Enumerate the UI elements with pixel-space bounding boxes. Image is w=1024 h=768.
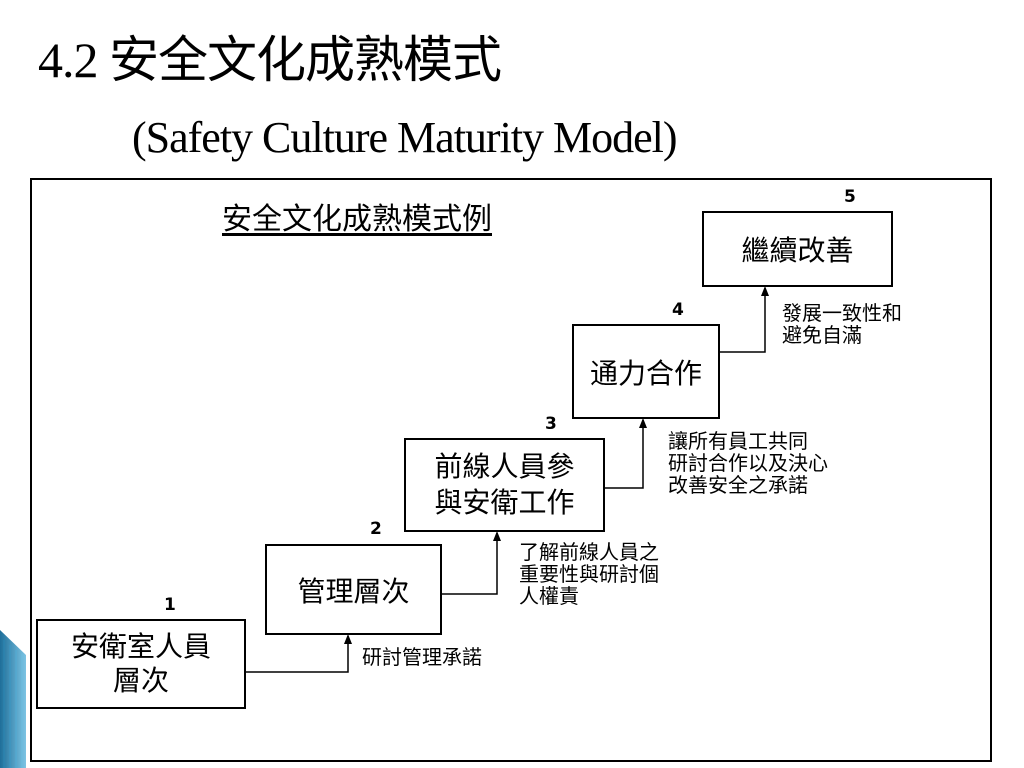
transition-2-line-1: 了解前線人員之	[519, 540, 659, 564]
stage-3-line-1: 前線人員參	[434, 450, 575, 483]
slide-title: 4.2 安全文化成熟模式	[38, 32, 502, 88]
stage-box-2: 管理層次	[265, 544, 442, 635]
stage-number-3: 3	[545, 414, 557, 434]
connector-3-4	[605, 420, 644, 489]
stage-box-5: 繼續改善	[702, 211, 893, 287]
stage-box-1: 安衛室人員 層次	[36, 619, 246, 709]
stage-number-2: 2	[370, 519, 382, 539]
slide-accent-decoration	[0, 630, 26, 768]
stage-1-line-2: 層次	[112, 664, 169, 697]
transition-4-line-1: 發展一致性和	[782, 301, 902, 325]
stage-number-5: 5	[844, 187, 856, 207]
transition-1-line-1: 研討管理承諾	[362, 645, 482, 669]
stage-box-4: 通力合作	[572, 324, 720, 419]
stage-box-3: 前線人員參 與安衛工作	[404, 438, 605, 532]
stage-5-line-1: 繼續改善	[741, 234, 854, 267]
transition-note-3: 讓所有員工共同 研討合作以及決心 改善安全之承諾	[668, 430, 828, 496]
connector-2-3	[442, 533, 498, 595]
stage-number-4: 4	[672, 300, 684, 320]
connector-4-5	[720, 288, 766, 353]
slide-subtitle: (Safety Culture Maturity Model)	[132, 113, 678, 162]
transition-3-line-2: 研討合作以及決心	[668, 451, 828, 475]
stage-1-line-1: 安衛室人員	[70, 630, 211, 663]
transition-2-line-3: 人權責	[519, 584, 579, 608]
stage-number-1: 1	[164, 595, 176, 615]
transition-3-line-1: 讓所有員工共同	[668, 429, 808, 453]
connector-1-2	[246, 636, 349, 673]
transition-note-4: 發展一致性和 避免自滿	[782, 302, 902, 346]
transition-4-line-2: 避免自滿	[782, 323, 862, 347]
transition-2-line-2: 重要性與研討個	[519, 562, 659, 586]
diagram-heading: 安全文化成熟模式例	[222, 202, 492, 237]
stage-4-line-1: 通力合作	[589, 356, 702, 390]
transition-note-2: 了解前線人員之 重要性與研討個 人權責	[519, 541, 659, 607]
stage-3-line-2: 與安衛工作	[434, 486, 575, 519]
transition-note-1: 研討管理承諾	[362, 646, 482, 668]
stage-2-line-1: 管理層次	[297, 574, 410, 608]
transition-3-line-3: 改善安全之承諾	[668, 473, 808, 497]
